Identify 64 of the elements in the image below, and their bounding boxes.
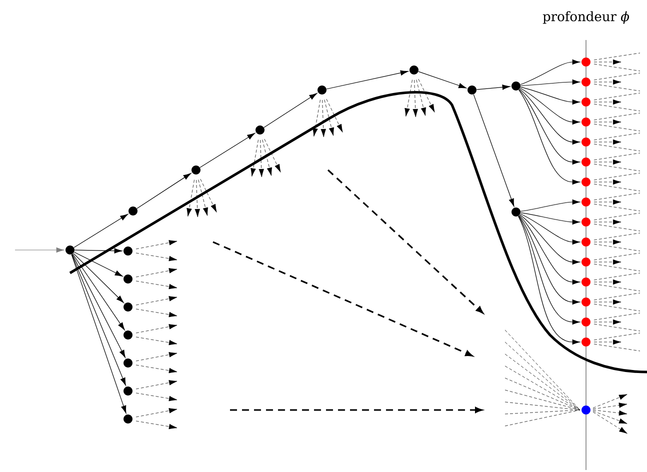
dot bbox=[192, 166, 200, 174]
dot bbox=[124, 414, 132, 424]
dot bbox=[124, 386, 132, 396]
dot bbox=[582, 58, 590, 66]
arrow bbox=[326, 70, 408, 90]
arrow bbox=[518, 216, 580, 325]
dot bbox=[124, 358, 132, 368]
dot bbox=[582, 258, 590, 266]
dot bbox=[256, 126, 264, 134]
arrow bbox=[520, 59, 580, 85]
arrow bbox=[518, 215, 580, 305]
arrow bbox=[518, 90, 580, 185]
arrow bbox=[72, 254, 125, 330]
arrow bbox=[14, 247, 64, 253]
arrow bbox=[136, 173, 192, 209]
dot bbox=[124, 302, 132, 312]
arrow bbox=[73, 253, 124, 303]
arrow bbox=[520, 88, 580, 125]
arrow bbox=[74, 214, 128, 248]
dot bbox=[512, 82, 520, 90]
arrow bbox=[520, 214, 580, 245]
dot bbox=[66, 246, 74, 254]
dot bbox=[582, 78, 590, 86]
dot bbox=[582, 98, 590, 106]
arrow bbox=[518, 216, 580, 345]
dot bbox=[410, 66, 418, 74]
arrow bbox=[519, 88, 580, 145]
dot bbox=[124, 246, 132, 256]
dot bbox=[124, 274, 132, 284]
dot bbox=[582, 138, 590, 146]
arrow bbox=[520, 199, 580, 212]
arrow bbox=[264, 93, 318, 128]
arrow bbox=[520, 79, 580, 86]
arrow bbox=[520, 86, 580, 105]
dot bbox=[582, 178, 590, 186]
arrow bbox=[74, 252, 123, 277]
dot bbox=[582, 406, 590, 414]
dot bbox=[582, 158, 590, 166]
dot bbox=[512, 208, 520, 216]
arrow bbox=[72, 254, 126, 358]
dot bbox=[318, 86, 326, 94]
arrow bbox=[520, 214, 580, 265]
dot bbox=[582, 198, 590, 206]
dot bbox=[582, 298, 590, 306]
arrow bbox=[476, 84, 510, 90]
arrow bbox=[200, 132, 256, 168]
arrow bbox=[72, 254, 126, 386]
dot bbox=[468, 86, 476, 94]
arrow bbox=[418, 71, 466, 88]
dot bbox=[124, 330, 132, 340]
axis-label: profondeur ϕ bbox=[542, 11, 630, 24]
arrow bbox=[74, 248, 122, 254]
dot bbox=[582, 218, 590, 226]
dot bbox=[128, 206, 138, 216]
dot bbox=[582, 238, 590, 246]
arrow bbox=[520, 212, 580, 225]
arrow bbox=[473, 94, 514, 206]
dot bbox=[582, 318, 590, 326]
arrow bbox=[519, 215, 580, 285]
arrow bbox=[71, 254, 126, 414]
arrow bbox=[518, 89, 580, 165]
dot bbox=[582, 338, 590, 346]
dot bbox=[582, 278, 590, 286]
dot bbox=[582, 118, 590, 126]
